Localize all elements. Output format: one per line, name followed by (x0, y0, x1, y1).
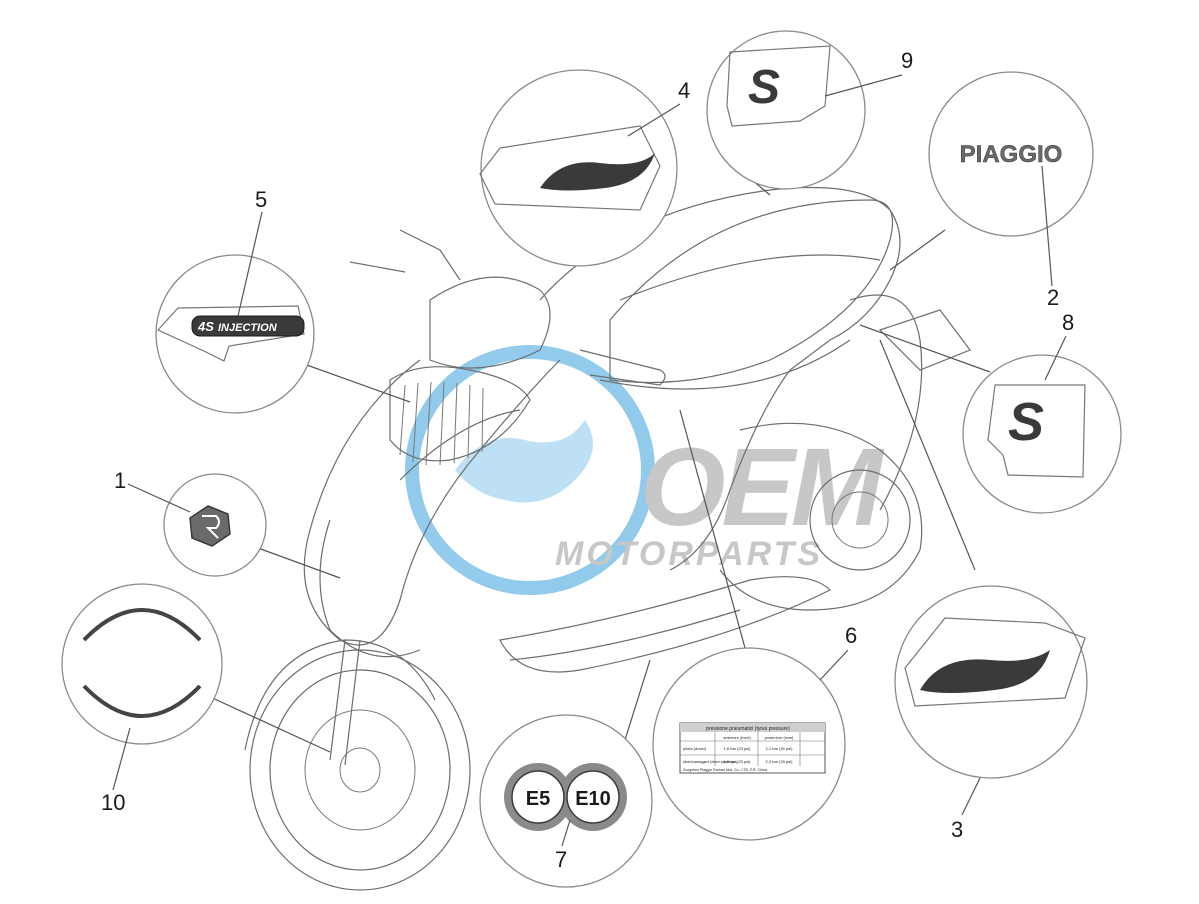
tyre-label-row1-front: 1,6 bar (23 psi) (724, 746, 752, 751)
injection-badge-text: INJECTION (218, 322, 278, 334)
tyre-label-footer: Zongshen Piaggio Foshan Mot. Co., LTD. P… (683, 768, 767, 772)
callout-circle-6: pressione pneumatici (tyres pressure) an… (652, 647, 846, 841)
callout-circle-10 (61, 583, 223, 745)
tyre-label-row1-rear: 2,1 bar (30 psi) (766, 746, 794, 751)
callout-circle-8: S (962, 354, 1122, 514)
callout-number-3: 3 (951, 817, 963, 842)
callout-number-5: 5 (255, 187, 267, 212)
injection-badge-model: 4S (197, 319, 214, 334)
callout-circle-5: 4S INJECTION (155, 254, 315, 414)
callout-number-8: 8 (1062, 310, 1074, 335)
watermark-tagline: MOTORPARTS (555, 535, 823, 573)
fuel-label-e5: E5 (526, 788, 550, 810)
callout-circle-4 (479, 69, 678, 267)
fuel-label-e10: E10 (575, 788, 611, 810)
callout-number-10: 10 (101, 790, 125, 815)
callout-number-6: 6 (845, 623, 857, 648)
callout-circle-2: PIAGGIO (928, 71, 1094, 237)
s-decal-right: S (1008, 392, 1044, 452)
tyre-label-col-rear: posteriore (rear) (765, 735, 794, 740)
tyre-label-row2-label: pilota+passeggero (driver+passenger) (683, 760, 737, 764)
callout-number-2: 2 (1047, 285, 1059, 310)
callout-number-7: 7 (555, 847, 567, 872)
callout-circle-1 (163, 473, 267, 577)
tyre-label-row2-rear: 2,3 bar (33 psi) (766, 759, 794, 764)
callout-number-4: 4 (678, 78, 690, 103)
s-decal-top: S (748, 61, 780, 114)
piaggio-wordmark: PIAGGIO (960, 141, 1063, 168)
callout-circle-9: S (706, 30, 866, 190)
callout-circle-7: E5 E10 (479, 714, 653, 888)
grille (389, 366, 531, 466)
callout-number-1: 1 (114, 468, 126, 493)
tyre-label-col-front: anteriore (front) (723, 735, 751, 740)
label-leaders (112, 74, 1067, 847)
front-wheel (249, 649, 471, 891)
callout-circle-3 (894, 585, 1088, 779)
tyre-label-title: pressione pneumatici (tyres pressure) (706, 726, 790, 732)
tyre-label-row2-front: 1,6 bar (23 psi) (724, 759, 752, 764)
oem-watermark: OEM MOTORPARTS (405, 345, 889, 595)
tyre-label-row1-label: pilota (driver) (683, 746, 707, 751)
watermark-brand: OEM (640, 426, 885, 549)
scooter-drawing (244, 186, 971, 891)
part-numbers: 1 2 3 4 5 6 7 8 9 10 (101, 48, 1074, 872)
callout-number-9: 9 (901, 48, 913, 73)
